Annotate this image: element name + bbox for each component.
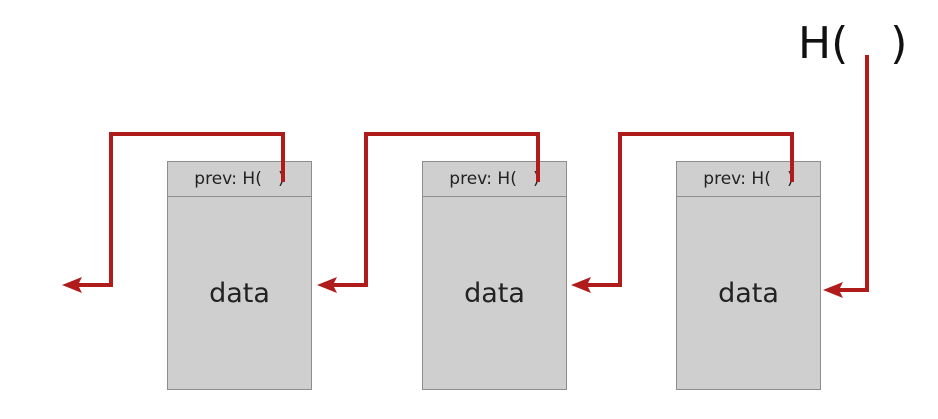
arrowhead-left-4 [823,282,843,298]
pointer-arrow-block-3-to-block-2 [584,132,794,287]
block-3-data: data [718,277,779,309]
block-2-data: data [464,277,525,309]
pointer-arrow-head-to-block-3 [838,55,869,292]
pointer-arrow-block-1-to-previous [75,132,285,287]
block-1: prev: H( ) data [167,161,312,390]
pointer-arrow-block-2-to-block-1 [330,132,540,287]
block-3: prev: H( ) data [676,161,821,390]
arrowhead-left-2 [317,277,337,293]
head-hash-pointer-label: H( ) [798,18,908,69]
arrowhead-left-1 [62,277,82,293]
arrowhead-left-3 [571,277,591,293]
block-2: prev: H( ) data [422,161,567,390]
block-1-data: data [209,277,270,309]
